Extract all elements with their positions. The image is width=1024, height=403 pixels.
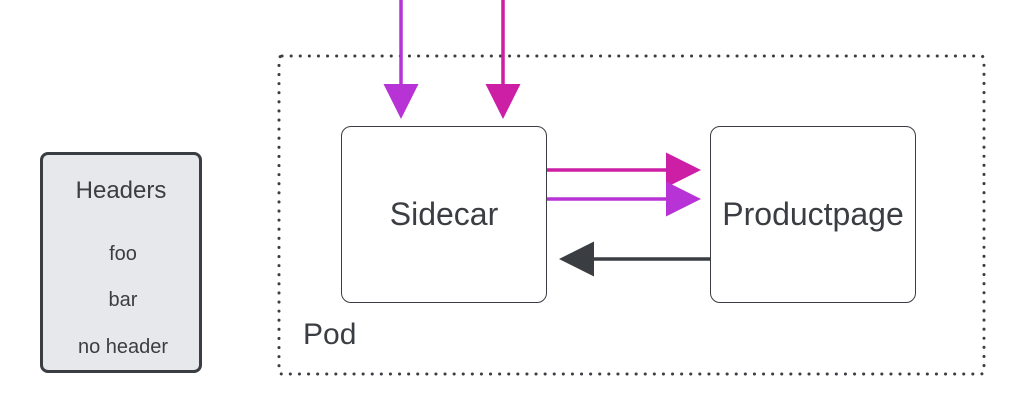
- productpage-label: Productpage: [722, 196, 904, 232]
- sidecar-node: Sidecar: [341, 126, 547, 303]
- legend-label-foo: foo: [109, 243, 137, 265]
- headers-legend: Headers foo bar no header: [40, 152, 202, 373]
- legend-label-no-header: no header: [77, 336, 169, 358]
- pod-label: Pod: [303, 318, 357, 351]
- productpage-node: Productpage: [710, 126, 916, 303]
- sidecar-label: Sidecar: [389, 196, 499, 232]
- legend-label-bar: bar: [108, 289, 138, 311]
- legend-title: Headers: [75, 177, 167, 204]
